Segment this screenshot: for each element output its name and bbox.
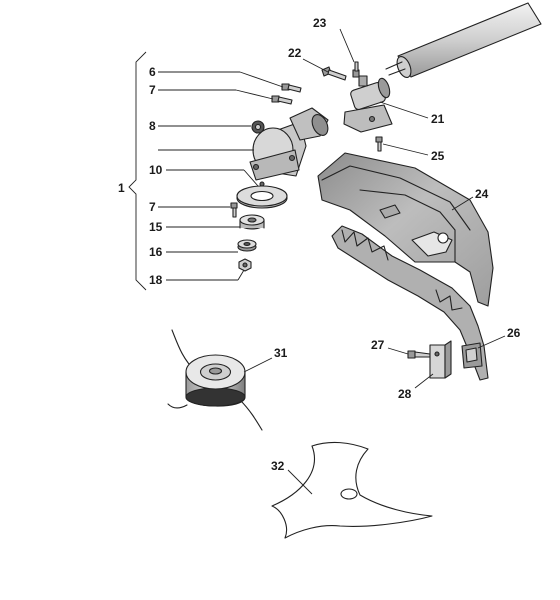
label-6: 6 <box>149 65 156 79</box>
flange-part-10 <box>236 181 288 209</box>
label-28: 28 <box>398 387 412 401</box>
label-23: 23 <box>313 16 327 30</box>
label-15: 15 <box>149 220 163 234</box>
screw-part-7-upper <box>271 95 293 105</box>
screw-part-7-lower <box>230 202 238 218</box>
label-32: 32 <box>271 459 285 473</box>
gear-head-assembly <box>249 107 329 181</box>
label-22: 22 <box>288 46 302 60</box>
washer-part-16 <box>237 239 257 252</box>
drive-shaft <box>385 2 542 78</box>
leader-lines <box>158 28 506 495</box>
bolt-part-23 <box>352 61 360 78</box>
label-8: 8 <box>149 119 156 133</box>
nut-part-8 <box>251 120 265 134</box>
screw-part-27 <box>407 350 431 359</box>
screw-part-25 <box>375 136 383 152</box>
label-31: 31 <box>274 346 288 360</box>
bracket-part-28 <box>429 340 452 379</box>
trimmer-head-part-31 <box>167 329 263 431</box>
label-1: 1 <box>118 181 125 195</box>
group-bracket <box>128 51 147 291</box>
label-25: 25 <box>431 149 445 163</box>
label-24: 24 <box>475 187 489 201</box>
line-cutter-part-26 <box>461 342 483 369</box>
label-27: 27 <box>371 338 385 352</box>
label-18: 18 <box>149 273 163 287</box>
callout-labels: 1 6 7 8 10 7 15 16 18 21 22 23 24 25 26 … <box>118 16 521 473</box>
screw-part-22 <box>321 66 347 81</box>
label-10: 10 <box>149 163 163 177</box>
three-tooth-blade-part-32 <box>271 441 433 539</box>
shaft-clamp-part-21 <box>343 75 393 133</box>
nut-part-18 <box>238 258 252 272</box>
grass-guard-part-24 <box>317 152 494 381</box>
label-26: 26 <box>507 326 521 340</box>
label-16: 16 <box>149 245 163 259</box>
washer-part-15 <box>239 214 265 230</box>
label-7-lower: 7 <box>149 200 156 214</box>
label-21: 21 <box>431 112 445 126</box>
label-7-upper: 7 <box>149 83 156 97</box>
screw-part-6 <box>281 83 302 93</box>
